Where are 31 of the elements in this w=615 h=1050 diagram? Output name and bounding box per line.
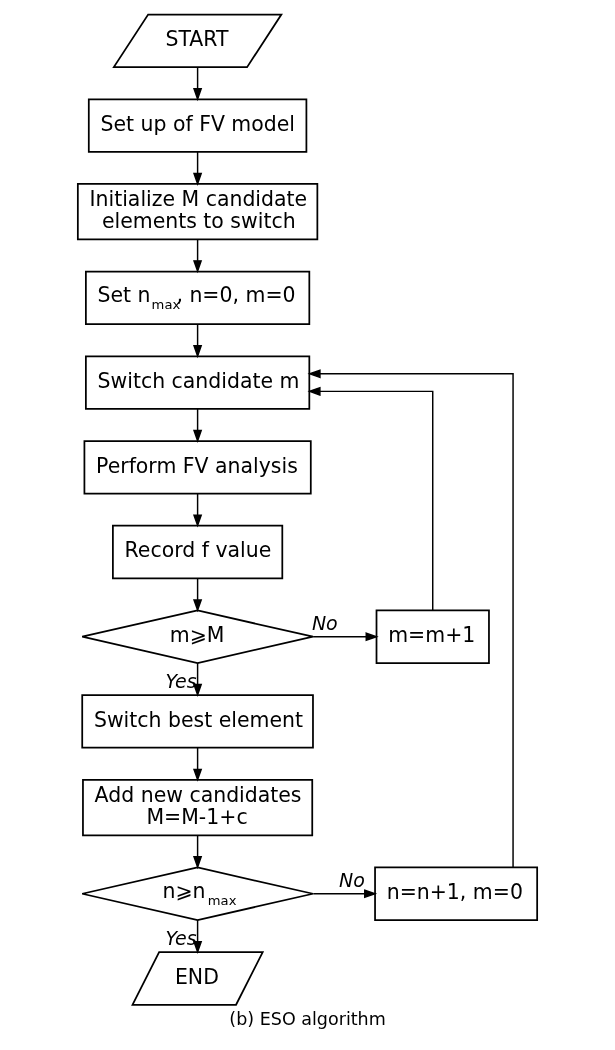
arrow bbox=[193, 239, 203, 274]
node-box: Set n$_{max}$, n=0, m=0 bbox=[85, 270, 311, 326]
caption: (b) ESO algorithm bbox=[229, 1008, 386, 1029]
node-box: Switch candidate m bbox=[85, 355, 311, 410]
arrow bbox=[312, 632, 379, 642]
edge-label: No bbox=[311, 612, 338, 635]
arrow bbox=[307, 369, 514, 868]
arrow bbox=[312, 889, 378, 899]
node-box: n=n+1, m=0 bbox=[374, 866, 539, 921]
edge-label: No bbox=[339, 869, 365, 892]
node-box: Record f value bbox=[112, 524, 284, 580]
node-box: Switch best element bbox=[81, 694, 314, 749]
edge-label: Yes bbox=[165, 669, 197, 692]
node-box: Perform FV analysis bbox=[83, 440, 312, 495]
arrow bbox=[307, 386, 434, 611]
edge-label: Yes bbox=[165, 926, 197, 949]
arrow bbox=[193, 66, 203, 102]
node-box: m=m+1 bbox=[375, 609, 490, 664]
node-box: Add new candidates M=M-1+c bbox=[82, 778, 314, 837]
arrow bbox=[193, 492, 203, 528]
arrow bbox=[193, 919, 203, 955]
arrow bbox=[193, 747, 203, 782]
arrow bbox=[193, 323, 203, 359]
arrow bbox=[193, 662, 203, 698]
node-box: Set up of FV model bbox=[87, 98, 308, 153]
arrow bbox=[193, 835, 203, 870]
node-diamond: n⩾n$_{max}$ bbox=[81, 866, 314, 921]
arrow bbox=[193, 408, 203, 443]
arrow bbox=[193, 577, 203, 613]
node-box: Initialize M candidate elements to switch bbox=[76, 183, 319, 241]
arrow bbox=[193, 151, 203, 186]
